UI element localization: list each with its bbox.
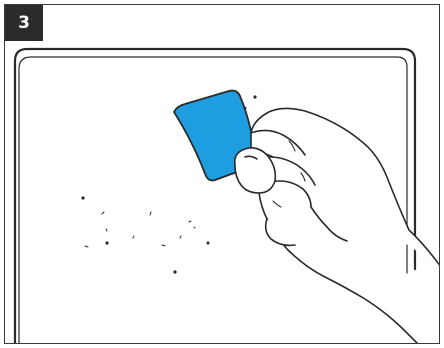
hand-icon [233, 107, 439, 343]
debris-dots-icon [81, 95, 257, 274]
screen-outline-icon [13, 47, 417, 343]
illustration [13, 47, 439, 343]
step-number: 3 [18, 13, 30, 33]
instruction-panel: 3 [4, 4, 440, 344]
step-number-badge: 3 [5, 5, 43, 41]
